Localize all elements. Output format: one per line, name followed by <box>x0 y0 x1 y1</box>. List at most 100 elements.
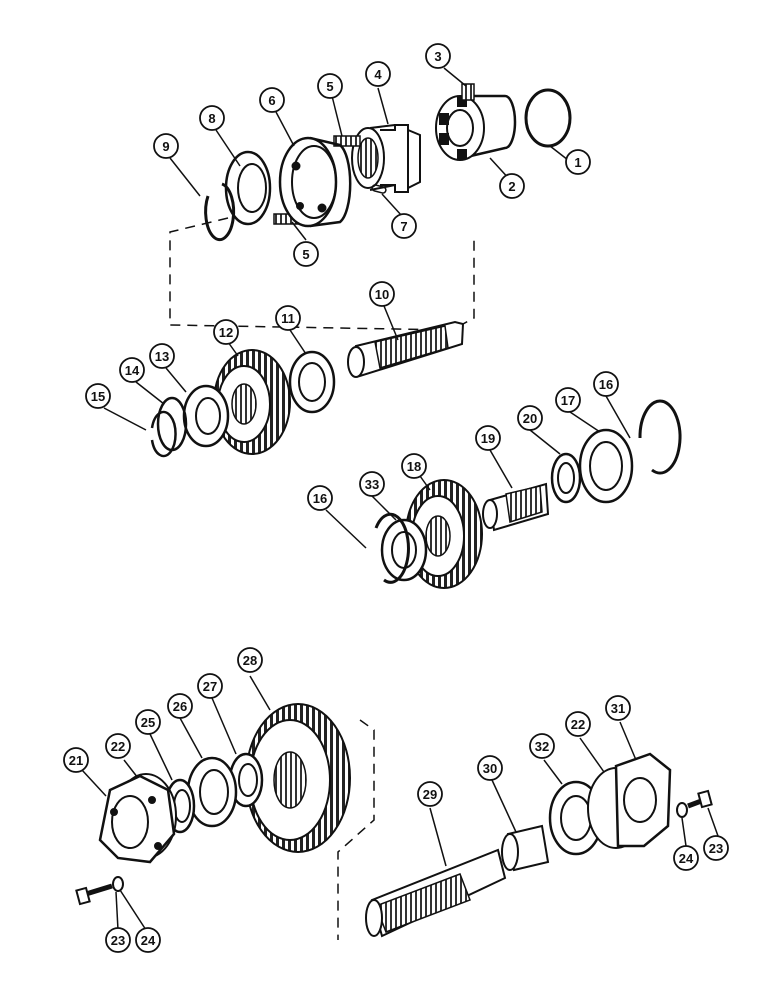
callout-23-right: 23 <box>703 835 729 861</box>
svg-text:10: 10 <box>375 287 389 302</box>
svg-text:29: 29 <box>423 787 437 802</box>
callout-2: 2 <box>499 173 525 199</box>
svg-text:19: 19 <box>481 431 495 446</box>
spring-5-top <box>333 135 361 147</box>
snap-ring-1 <box>524 88 572 148</box>
callout-19: 19 <box>475 425 501 451</box>
snap-ring-9 <box>204 182 236 242</box>
splined-shaft-10 <box>347 320 465 378</box>
gear-28 <box>245 703 351 853</box>
callout-7: 7 <box>391 213 417 239</box>
washer-24-left <box>112 876 124 892</box>
svg-text:11: 11 <box>281 311 295 326</box>
callout-31: 31 <box>605 695 631 721</box>
bearing-33 <box>380 518 428 582</box>
bearing-13 <box>182 384 230 448</box>
callout-1: 1 <box>565 149 591 175</box>
callout-21: 21 <box>63 747 89 773</box>
bolt-23-left <box>75 883 113 906</box>
svg-text:22: 22 <box>111 739 125 754</box>
svg-text:16: 16 <box>599 377 613 392</box>
svg-text:4: 4 <box>374 67 382 82</box>
washer-24-right <box>676 802 688 818</box>
callout-22-right: 22 <box>565 711 591 737</box>
callout-27: 27 <box>197 673 223 699</box>
svg-text:5: 5 <box>302 247 309 262</box>
callout-25: 25 <box>135 709 161 735</box>
svg-text:23: 23 <box>111 933 125 948</box>
callout-24-right: 24 <box>673 845 699 871</box>
gear-12 <box>213 349 291 455</box>
svg-text:22: 22 <box>571 717 585 732</box>
svg-text:30: 30 <box>483 761 497 776</box>
callout-18: 18 <box>401 453 427 479</box>
callout-5-bottom: 5 <box>293 241 319 267</box>
callout-layer: 1 2 3 4 5 5 6 7 8 9 10 11 12 13 14 15 16… <box>63 43 729 953</box>
svg-text:33: 33 <box>365 477 379 492</box>
callout-17: 17 <box>555 387 581 413</box>
collar-6 <box>278 136 352 228</box>
svg-text:7: 7 <box>400 219 407 234</box>
bolt-23-right <box>687 789 713 809</box>
callout-12: 12 <box>213 319 239 345</box>
dashed-assembly-guide-bottom <box>337 719 375 940</box>
callout-8: 8 <box>199 105 225 131</box>
svg-text:1: 1 <box>574 155 581 170</box>
svg-text:24: 24 <box>141 933 156 948</box>
svg-text:20: 20 <box>523 411 537 426</box>
shaft-19 <box>482 482 550 532</box>
svg-text:24: 24 <box>679 851 694 866</box>
callout-20: 20 <box>517 405 543 431</box>
callout-4: 4 <box>365 61 391 87</box>
svg-text:3: 3 <box>434 49 441 64</box>
splined-sleeve-4 <box>351 124 421 193</box>
callout-32: 32 <box>529 733 555 759</box>
svg-text:27: 27 <box>203 679 217 694</box>
bearing-26 <box>186 756 238 828</box>
svg-text:23: 23 <box>709 841 723 856</box>
callout-22-left: 22 <box>105 733 131 759</box>
cover-31 <box>614 752 672 848</box>
callout-15: 15 <box>85 383 111 409</box>
svg-text:5: 5 <box>326 79 333 94</box>
svg-text:21: 21 <box>69 753 83 768</box>
callout-9: 9 <box>153 133 179 159</box>
svg-text:14: 14 <box>125 363 140 378</box>
callout-13: 13 <box>149 343 175 369</box>
svg-text:31: 31 <box>611 701 625 716</box>
callout-11: 11 <box>275 305 301 331</box>
bearing-11 <box>288 350 336 414</box>
svg-text:18: 18 <box>407 459 421 474</box>
bearing-17 <box>578 428 634 504</box>
svg-text:12: 12 <box>219 325 233 340</box>
ring-14 <box>156 396 188 452</box>
callout-29: 29 <box>417 781 443 807</box>
callout-5-top: 5 <box>317 73 343 99</box>
svg-text:9: 9 <box>162 139 169 154</box>
svg-text:28: 28 <box>243 653 257 668</box>
sleeve-30 <box>501 824 550 872</box>
snap-ring-15 <box>150 410 177 458</box>
svg-text:25: 25 <box>141 715 155 730</box>
dashed-assembly-guide-top <box>169 217 475 331</box>
snap-ring-16-right <box>638 399 682 475</box>
callout-14: 14 <box>119 357 145 383</box>
svg-text:2: 2 <box>508 179 515 194</box>
svg-text:8: 8 <box>208 111 215 126</box>
callout-10: 10 <box>369 281 395 307</box>
pin-7 <box>371 184 387 194</box>
callout-23-left: 23 <box>105 927 131 953</box>
callout-16-left: 16 <box>307 485 333 511</box>
svg-text:17: 17 <box>561 393 575 408</box>
svg-text:6: 6 <box>268 93 275 108</box>
callout-6: 6 <box>259 87 285 113</box>
hub-2 <box>435 94 517 161</box>
retainer-21 <box>98 774 176 864</box>
callout-28: 28 <box>237 647 263 673</box>
svg-text:32: 32 <box>535 739 549 754</box>
svg-text:13: 13 <box>155 349 169 364</box>
callout-3: 3 <box>425 43 451 69</box>
output-shaft-29 <box>365 848 507 938</box>
callout-16-right: 16 <box>593 371 619 397</box>
